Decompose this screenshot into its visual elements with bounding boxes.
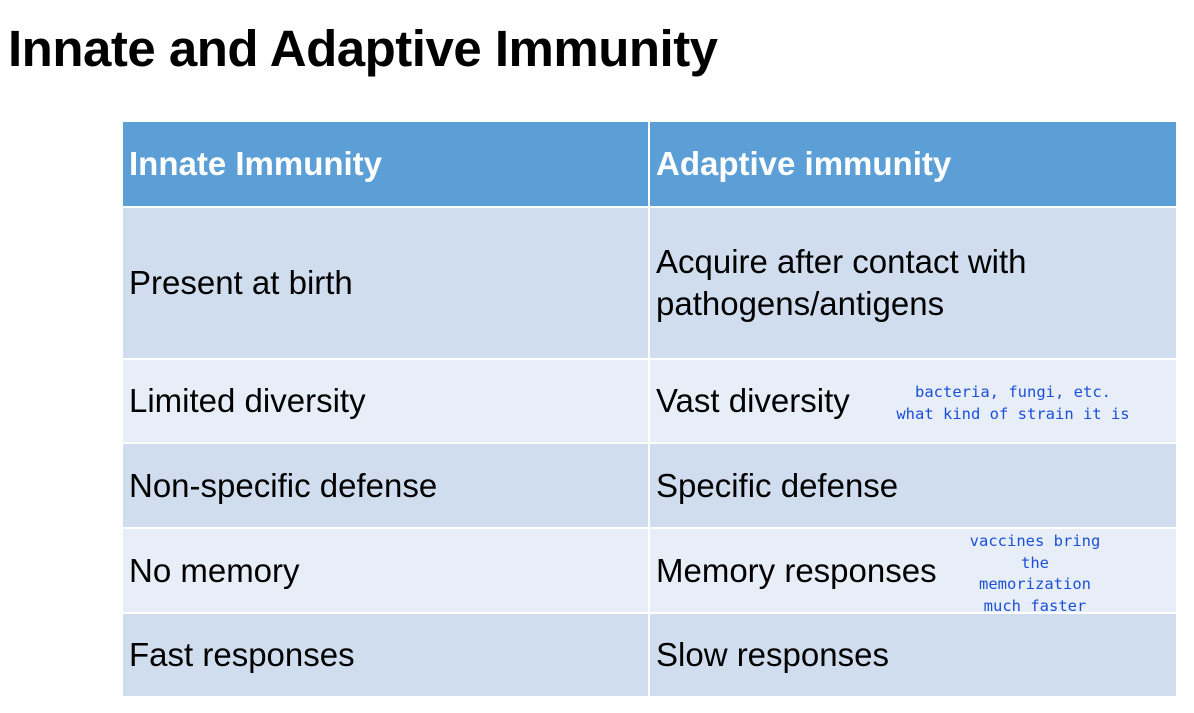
cell-text: Memory responses bbox=[656, 551, 937, 589]
table-cell: Acquire after contact with pathogens/ant… bbox=[648, 206, 1178, 360]
note-line: memorization bbox=[979, 575, 1091, 593]
note-line: much faster bbox=[983, 596, 1087, 615]
handwritten-note-memory: vaccines bring the memorization much fas… bbox=[960, 531, 1110, 617]
table-row: Non-specific defense Specific defense bbox=[121, 442, 1178, 529]
note-line: bacteria, fungi, etc. bbox=[915, 383, 1111, 401]
table-cell: Limited diversity bbox=[121, 358, 650, 444]
table-cell: Specific defense bbox=[648, 442, 1178, 529]
table-row: Limited diversity Vast diversity bacteri… bbox=[121, 358, 1178, 444]
slide-title: Innate and Adaptive Immunity bbox=[8, 20, 718, 77]
table-cell: No memory bbox=[121, 527, 650, 614]
cell-text: Vast diversity bbox=[656, 382, 850, 419]
handwritten-note-diversity: bacteria, fungi, etc. what kind of strai… bbox=[883, 382, 1143, 425]
table-header-row: Innate Immunity Adaptive immunity bbox=[121, 120, 1178, 208]
note-line: the bbox=[1021, 553, 1049, 572]
header-innate-immunity: Innate Immunity bbox=[121, 120, 650, 208]
table-cell-with-note: Vast diversity bacteria, fungi, etc. wha… bbox=[648, 358, 1178, 444]
comparison-table: Innate Immunity Adaptive immunity Presen… bbox=[121, 120, 1178, 698]
table-cell-with-note: Memory responses vaccines bring the memo… bbox=[648, 527, 1178, 615]
table-row: Fast responses Slow responses bbox=[121, 612, 1178, 698]
table-cell: Fast responses bbox=[121, 612, 650, 698]
table-row: Present at birth Acquire after contact w… bbox=[121, 206, 1178, 360]
table-cell: Non-specific defense bbox=[121, 442, 650, 529]
table-cell: Slow responses bbox=[648, 612, 1178, 698]
note-line: vaccines bring bbox=[969, 532, 1101, 550]
table-cell: Present at birth bbox=[121, 206, 650, 360]
note-line: what kind of strain it is bbox=[896, 404, 1130, 423]
header-adaptive-immunity: Adaptive immunity bbox=[648, 120, 1178, 208]
table-row: No memory Memory responses vaccines brin… bbox=[121, 527, 1178, 615]
